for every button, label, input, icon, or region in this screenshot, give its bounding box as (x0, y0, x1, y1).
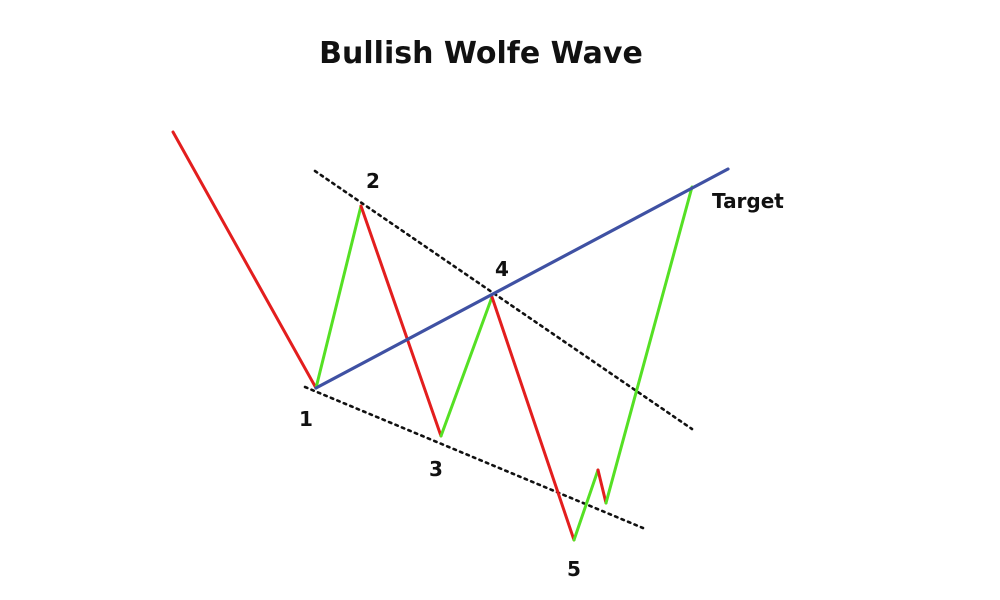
wave-4-5-segment (490, 295, 576, 542)
point-1-label: 1 (299, 407, 313, 431)
wave-2-3-segment (359, 204, 443, 438)
target-line-1-4 (314, 167, 730, 390)
diagram-title: Bullish Wolfe Wave (319, 36, 643, 71)
wave-segments (171, 130, 694, 542)
point-5-label: 5 (567, 557, 581, 581)
target-rally-segment (604, 185, 694, 505)
wave-3-4-segment (439, 295, 494, 438)
point-3-label: 3 (429, 457, 443, 481)
point-4-label: 4 (495, 257, 509, 281)
prior-downtrend-segment (171, 130, 318, 390)
wave-1-2-segment (314, 204, 363, 390)
lower-trendline-dotted (303, 385, 645, 530)
wave-5-rally-segment (572, 468, 600, 542)
target-label: Target (712, 189, 784, 213)
upper-trendline-dotted (313, 169, 694, 431)
pullback-segment (596, 468, 608, 505)
point-2-label: 2 (366, 169, 380, 193)
